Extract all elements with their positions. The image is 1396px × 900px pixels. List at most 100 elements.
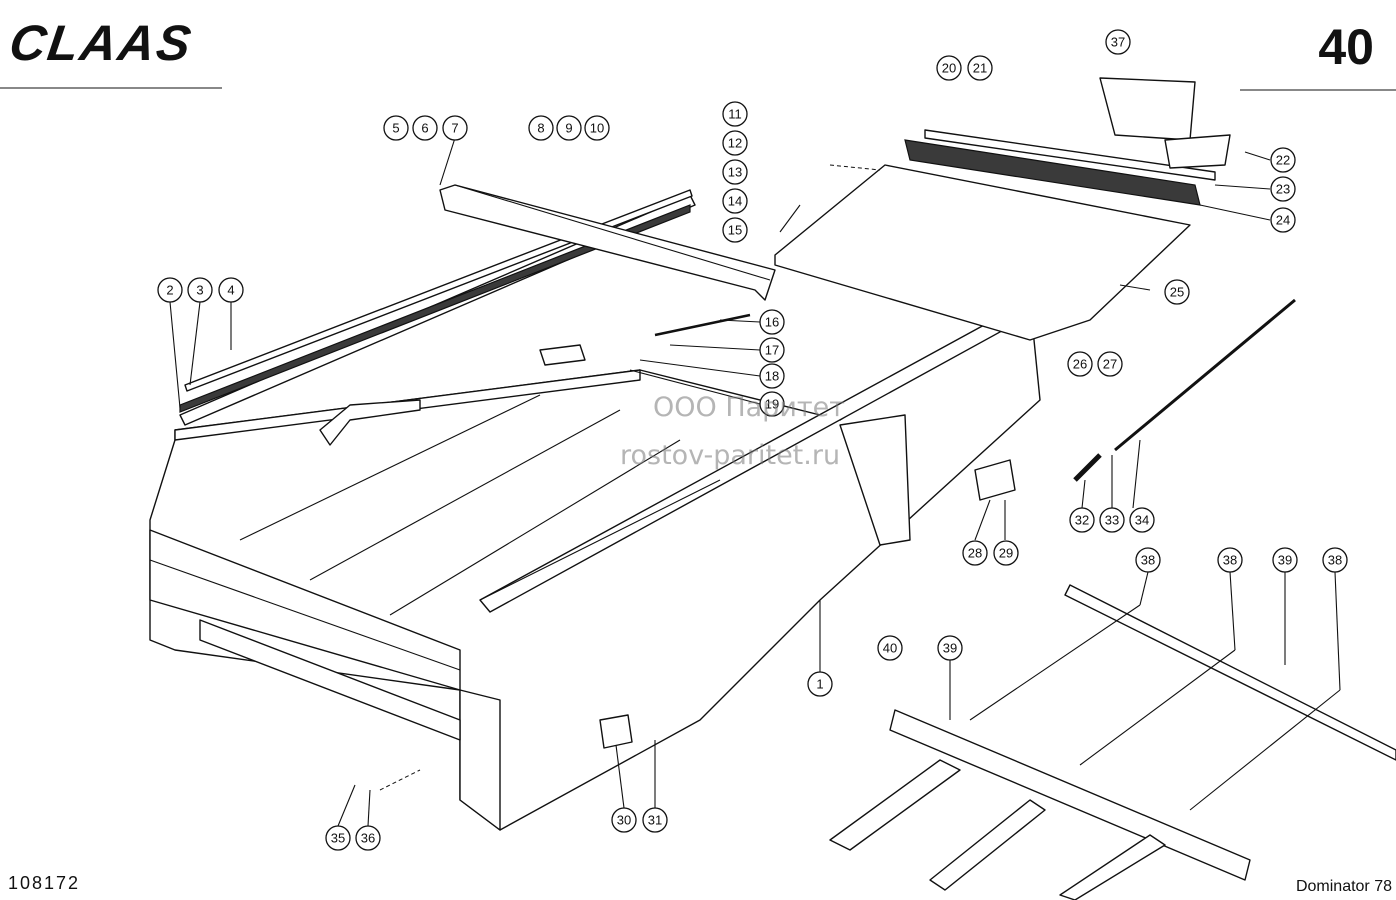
callout-24: 24 — [1270, 207, 1296, 233]
callout-7: 7 — [442, 115, 468, 141]
callout-28: 28 — [962, 540, 988, 566]
svg-text:38: 38 — [1223, 553, 1237, 568]
callout-34: 34 — [1129, 507, 1155, 533]
plate-37 — [1099, 77, 1231, 169]
page-number: 40 — [1318, 19, 1374, 75]
callout-38-a: 38 — [1135, 547, 1161, 573]
callout-12: 12 — [722, 130, 748, 156]
callout-14: 14 — [722, 188, 748, 214]
callout-38-b: 38 — [1217, 547, 1243, 573]
svg-text:14: 14 — [728, 194, 742, 209]
svg-text:25: 25 — [1170, 285, 1184, 300]
watermark-line-2: rostov-paritet.ru — [620, 440, 841, 471]
svg-text:30: 30 — [617, 813, 631, 828]
callout-35: 35 — [325, 825, 351, 851]
svg-text:19: 19 — [765, 397, 779, 412]
svg-text:21: 21 — [973, 61, 987, 76]
callout-4: 4 — [218, 277, 244, 303]
plate-28 — [974, 459, 1016, 501]
svg-text:16: 16 — [765, 315, 779, 330]
callout-1: 1 — [807, 671, 833, 697]
svg-text:17: 17 — [765, 343, 779, 358]
svg-text:20: 20 — [942, 61, 956, 76]
svg-text:3: 3 — [196, 283, 203, 298]
callout-17: 17 — [759, 337, 785, 363]
svg-text:40: 40 — [883, 641, 897, 656]
svg-text:2: 2 — [166, 283, 173, 298]
callout-40: 40 — [877, 635, 903, 661]
svg-text:37: 37 — [1111, 35, 1125, 50]
callout-30: 30 — [611, 807, 637, 833]
drawing-number: 108172 — [8, 873, 81, 893]
callout-19: 19 — [759, 391, 785, 417]
svg-text:7: 7 — [451, 121, 458, 136]
callout-18: 18 — [759, 363, 785, 389]
callout-31: 31 — [642, 807, 668, 833]
svg-text:13: 13 — [728, 165, 742, 180]
svg-text:39: 39 — [943, 641, 957, 656]
svg-text:36: 36 — [361, 831, 375, 846]
callout-32: 32 — [1069, 507, 1095, 533]
svg-text:10: 10 — [590, 121, 604, 136]
cross-beam — [439, 184, 776, 301]
callout-11: 11 — [722, 101, 748, 127]
svg-text:35: 35 — [331, 831, 345, 846]
callout-26: 26 — [1067, 351, 1093, 377]
callout-2: 2 — [157, 277, 183, 303]
bolt-16 — [654, 313, 751, 337]
callout-39-a: 39 — [1272, 547, 1298, 573]
svg-text:9: 9 — [565, 121, 572, 136]
rod-34 — [1114, 298, 1296, 452]
svg-text:31: 31 — [648, 813, 662, 828]
callout-36: 36 — [355, 825, 381, 851]
main-frame — [149, 299, 1041, 831]
callout-39-b: 39 — [937, 635, 963, 661]
callout-5: 5 — [383, 115, 409, 141]
svg-text:22: 22 — [1276, 153, 1290, 168]
svg-text:15: 15 — [728, 223, 742, 238]
svg-text:1: 1 — [816, 677, 823, 692]
cover-plate — [774, 129, 1216, 341]
callout-37: 37 — [1105, 29, 1131, 55]
svg-text:18: 18 — [765, 369, 779, 384]
callout-27: 27 — [1097, 351, 1123, 377]
svg-text:4: 4 — [227, 283, 234, 298]
callout-15: 15 — [722, 217, 748, 243]
callout-23: 23 — [1270, 176, 1296, 202]
callout-22: 22 — [1270, 147, 1296, 173]
plate-30 — [599, 714, 633, 749]
svg-text:24: 24 — [1276, 213, 1290, 228]
svg-text:32: 32 — [1075, 513, 1089, 528]
callout-33: 33 — [1099, 507, 1125, 533]
callout-20: 20 — [936, 55, 962, 81]
callout-38-c: 38 — [1322, 547, 1348, 573]
sieve-frame — [829, 584, 1396, 900]
svg-text:8: 8 — [537, 121, 544, 136]
callout-10: 10 — [584, 115, 610, 141]
callout-8: 8 — [528, 115, 554, 141]
callout-6: 6 — [412, 115, 438, 141]
svg-text:11: 11 — [728, 107, 742, 122]
callout-3: 3 — [187, 277, 213, 303]
svg-text:27: 27 — [1103, 357, 1117, 372]
callout-21: 21 — [967, 55, 993, 81]
svg-text:38: 38 — [1328, 553, 1342, 568]
svg-text:38: 38 — [1141, 553, 1155, 568]
svg-text:33: 33 — [1105, 513, 1119, 528]
svg-text:23: 23 — [1276, 182, 1290, 197]
svg-text:6: 6 — [421, 121, 428, 136]
callout-25: 25 — [1164, 279, 1190, 305]
svg-text:39: 39 — [1278, 553, 1292, 568]
callout-9: 9 — [556, 115, 582, 141]
callout-16: 16 — [759, 309, 785, 335]
callout-13: 13 — [722, 159, 748, 185]
svg-text:29: 29 — [999, 546, 1013, 561]
callout-29: 29 — [993, 540, 1019, 566]
bolt-32 — [1073, 453, 1102, 482]
model-name: Dominator 78 — [1295, 878, 1392, 895]
svg-text:28: 28 — [968, 546, 982, 561]
svg-text:12: 12 — [728, 136, 742, 151]
leader-lines — [169, 137, 1341, 827]
svg-text:5: 5 — [392, 121, 399, 136]
